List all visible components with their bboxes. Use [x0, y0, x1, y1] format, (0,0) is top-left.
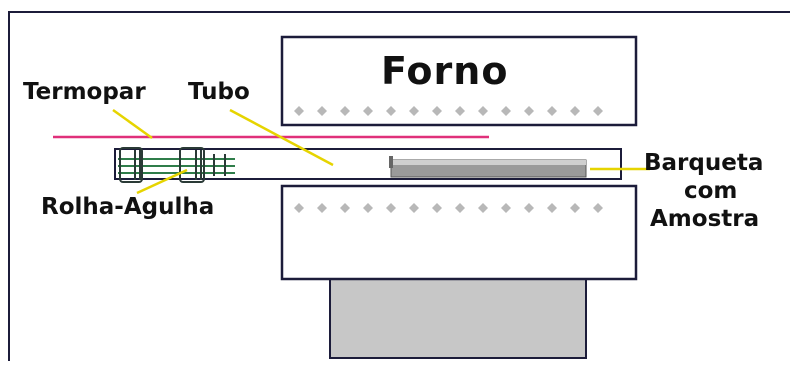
heating-element-dot — [547, 106, 557, 116]
heating-element-dot — [409, 106, 419, 116]
heating-element-dot — [386, 106, 396, 116]
heating-element-dot — [501, 106, 511, 116]
heating-element-dot — [317, 203, 327, 213]
heating-element-dot — [455, 106, 465, 116]
leader-tubo — [229, 108, 334, 167]
outer-frame — [8, 11, 790, 366]
heating-element-dot — [570, 203, 580, 213]
stopper-needle-label: Rolha-Agulha — [41, 194, 215, 220]
sample-boat-label-line-2: com — [684, 178, 738, 204]
heating-element-dot — [593, 106, 603, 116]
sample-boat-label-line-3: Amostra — [650, 206, 760, 232]
heating-element-dot — [432, 106, 442, 116]
heating-element-dot — [294, 106, 304, 116]
heating-element-dot — [317, 106, 327, 116]
heating-element-dot — [570, 106, 580, 116]
heating-element-dot — [409, 203, 419, 213]
heating-element-dot — [593, 203, 603, 213]
tube-label: Tubo — [188, 79, 250, 105]
heating-element-dot — [501, 203, 511, 213]
furnace-stand — [329, 277, 587, 359]
heating-element-dot — [547, 203, 557, 213]
furnace-label: Forno — [381, 49, 509, 93]
heating-element-dot — [294, 203, 304, 213]
heating-elements-lower — [294, 203, 603, 213]
sample-boat-label-line-1: Barqueta — [644, 150, 764, 176]
heating-element-dot — [455, 203, 465, 213]
heating-element-dot — [340, 203, 350, 213]
stopper-1 — [119, 147, 143, 183]
leader-termopar — [112, 108, 153, 140]
heating-element-dot — [524, 106, 534, 116]
heating-element-dot — [478, 203, 488, 213]
heating-element-dot — [432, 203, 442, 213]
sample-boat-end — [389, 156, 393, 168]
thermocouple-label: Termopar — [23, 79, 146, 105]
heating-element-dot — [524, 203, 534, 213]
heating-element-dot — [478, 106, 488, 116]
furnace-lower-block — [280, 184, 638, 281]
heating-element-dot — [363, 106, 373, 116]
heating-elements-upper — [294, 106, 603, 116]
heating-element-dot — [363, 203, 373, 213]
sample-boat-shade — [391, 160, 586, 165]
leader-rolha-agulha — [136, 168, 188, 195]
heating-element-dot — [386, 203, 396, 213]
heating-element-dot — [340, 106, 350, 116]
stopper-2 — [179, 147, 226, 183]
